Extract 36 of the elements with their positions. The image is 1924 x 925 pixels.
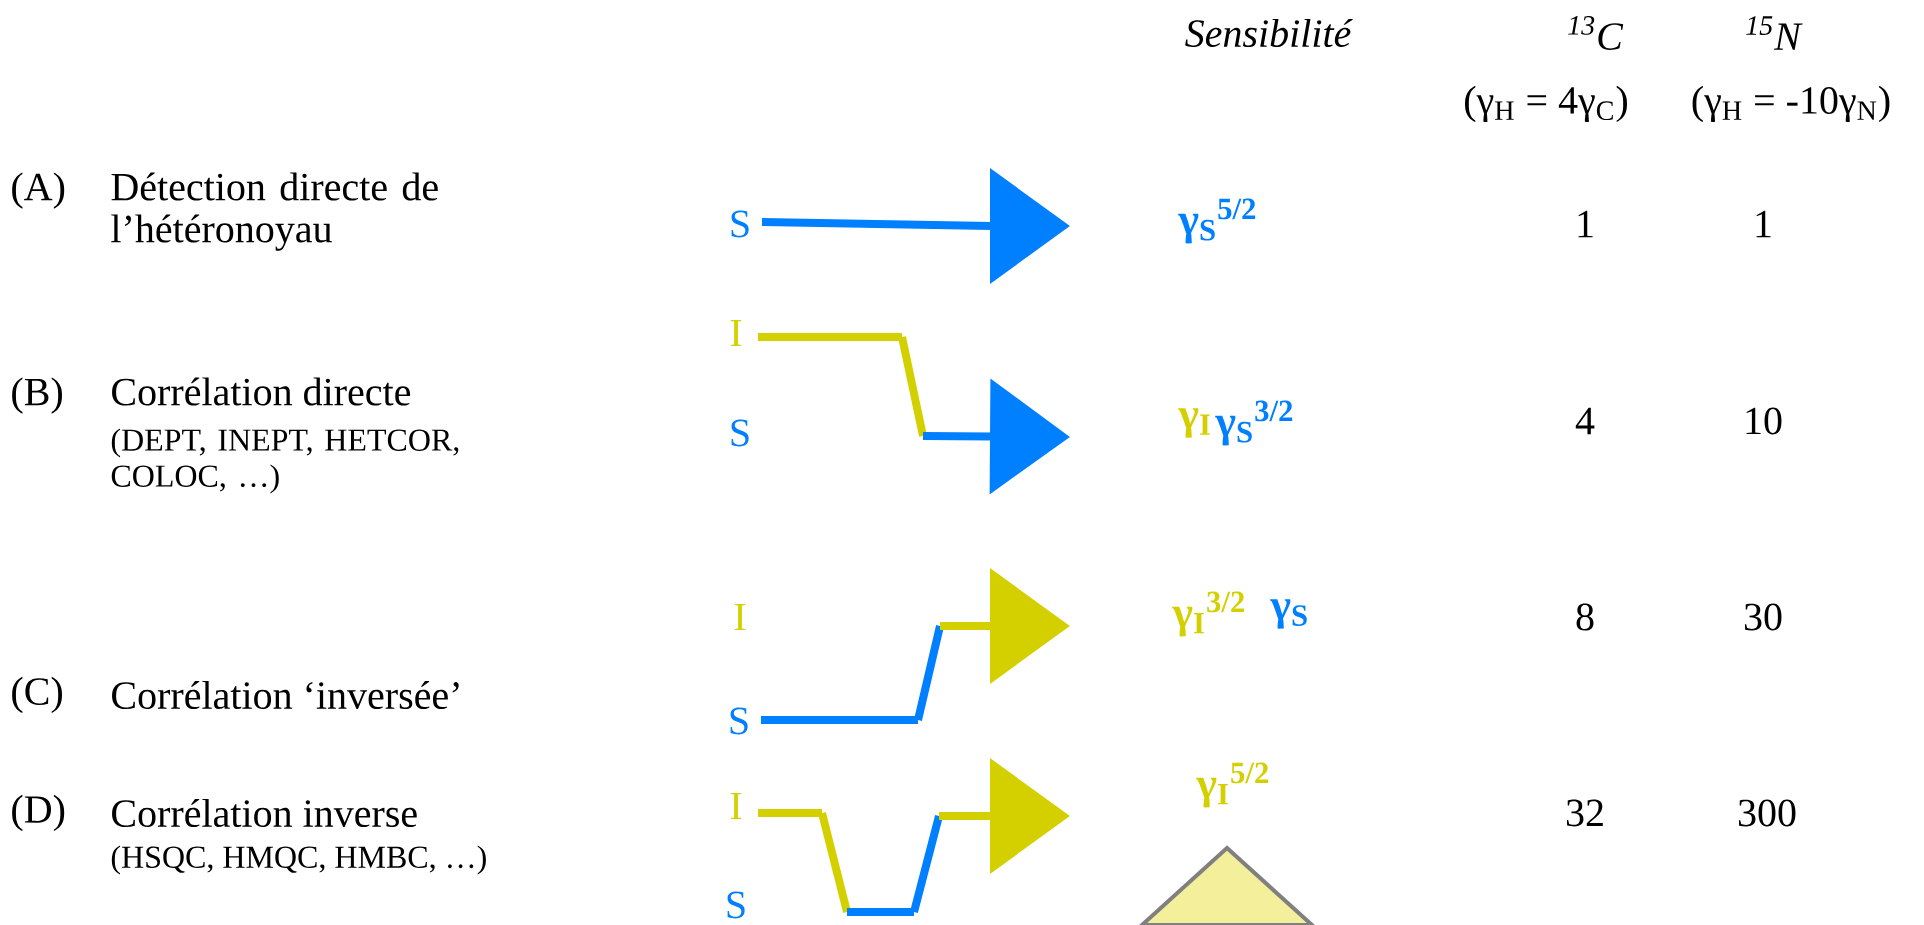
method-name: Corrélation inverse xyxy=(112,798,417,828)
nucleus-label: S xyxy=(727,891,745,919)
item-letter: (D) xyxy=(12,794,65,832)
sensitivity-formula: γ$_{I}$5/2 xyxy=(1196,762,1268,808)
sensitivity-formula: γ$_{S}$3/2 xyxy=(1215,400,1293,446)
column-heading: $^{15}$N xyxy=(1746,16,1803,50)
method-examples: (DEPT, INEPT, HETCOR, COLOC, …) xyxy=(111,428,459,494)
nucleus-label: I xyxy=(730,319,742,347)
ratio-value: 10 xyxy=(1746,407,1782,435)
column-heading: Sensibilité xyxy=(1185,18,1353,48)
nucleus-label: S xyxy=(730,707,748,735)
ratio-value: 8 xyxy=(1576,603,1594,631)
item-letter: (C) xyxy=(12,676,62,714)
method-name: Détection directe de l’hétéronoyau xyxy=(111,172,438,251)
item-letter: (B) xyxy=(12,377,62,414)
gyromagnetic-ratio: (γ$_{H}$ = -10γ$_{N}$) xyxy=(1692,85,1890,123)
nucleus-label: I xyxy=(730,792,742,820)
ratio-value: 4 xyxy=(1575,407,1595,435)
nucleus-label: I xyxy=(734,603,746,631)
nucleus-label: S xyxy=(731,210,749,238)
sensitivity-formula: γ$_{S}$5/2 xyxy=(1178,198,1256,244)
ratio-value: 300 xyxy=(1738,799,1796,827)
sensitivity-formula: γ$_{I}$ xyxy=(1178,408,1210,438)
sensitivity-formula: γ$_{I}$3/2 xyxy=(1172,591,1244,637)
column-heading: $^{13}$C xyxy=(1568,16,1624,50)
nucleus-label: S xyxy=(731,419,749,447)
gyromagnetic-ratio: (γ$_{H}$ = 4γ$_{C}$) xyxy=(1465,85,1627,123)
ratio-value: 1 xyxy=(1578,210,1593,238)
method-name: Corrélation directe xyxy=(112,377,411,406)
ratio-value: 32 xyxy=(1566,799,1603,827)
ratio-value: 1 xyxy=(1756,210,1771,238)
method-examples: (HSQC, HMQC, HMBC, …) xyxy=(111,845,486,875)
sensitivity-formula: γ$_{S}$ xyxy=(1270,599,1307,629)
method-name: Corrélation ‘inversée’ xyxy=(112,680,459,710)
ratio-value: 30 xyxy=(1744,603,1782,631)
item-letter: (A) xyxy=(12,172,65,209)
